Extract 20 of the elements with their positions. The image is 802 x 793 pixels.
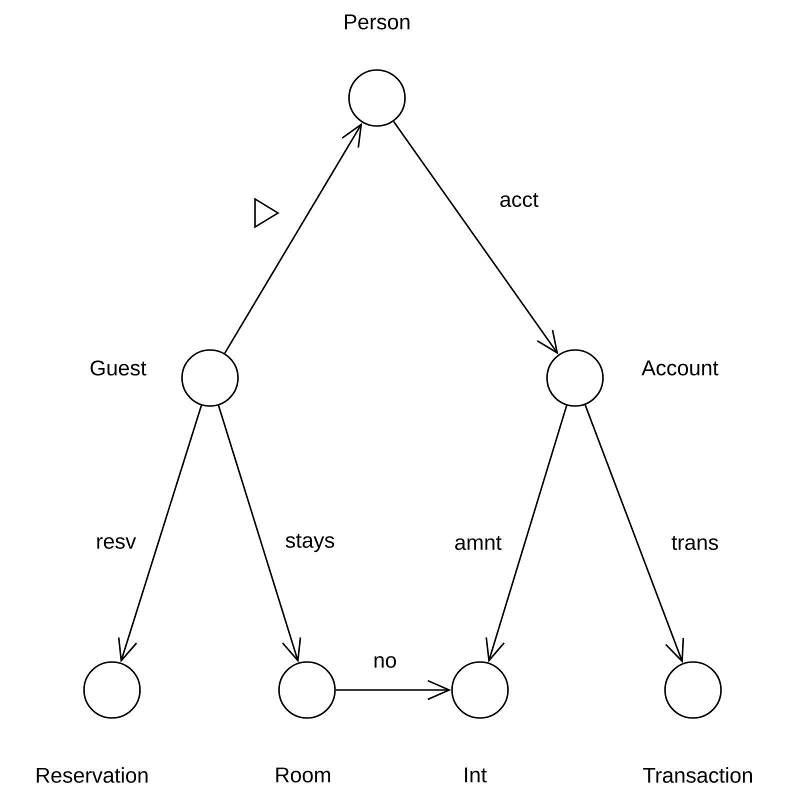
node-label: Person: [344, 14, 410, 30]
node-label: Account: [642, 360, 718, 376]
arrow: [584, 404, 684, 664]
edge-label: amnt: [452, 534, 504, 552]
arrow: [392, 121, 558, 354]
node-label: Guest: [90, 360, 146, 376]
arrow: [485, 405, 568, 662]
node-label: Room: [276, 768, 330, 782]
edge-label: trans: [670, 534, 720, 552]
node-label: Transaction: [643, 767, 752, 783]
arrow: [224, 122, 362, 354]
arrow: [336, 680, 452, 700]
edge-label: resv: [94, 536, 138, 550]
node-label: Reservation: [36, 767, 148, 783]
node-label: Int: [465, 768, 487, 782]
edge-label: no: [372, 654, 398, 670]
edge-label: acct: [498, 192, 540, 208]
edge-label: stays: [284, 532, 336, 554]
arrow: [218, 405, 302, 662]
arrow: [118, 405, 202, 663]
